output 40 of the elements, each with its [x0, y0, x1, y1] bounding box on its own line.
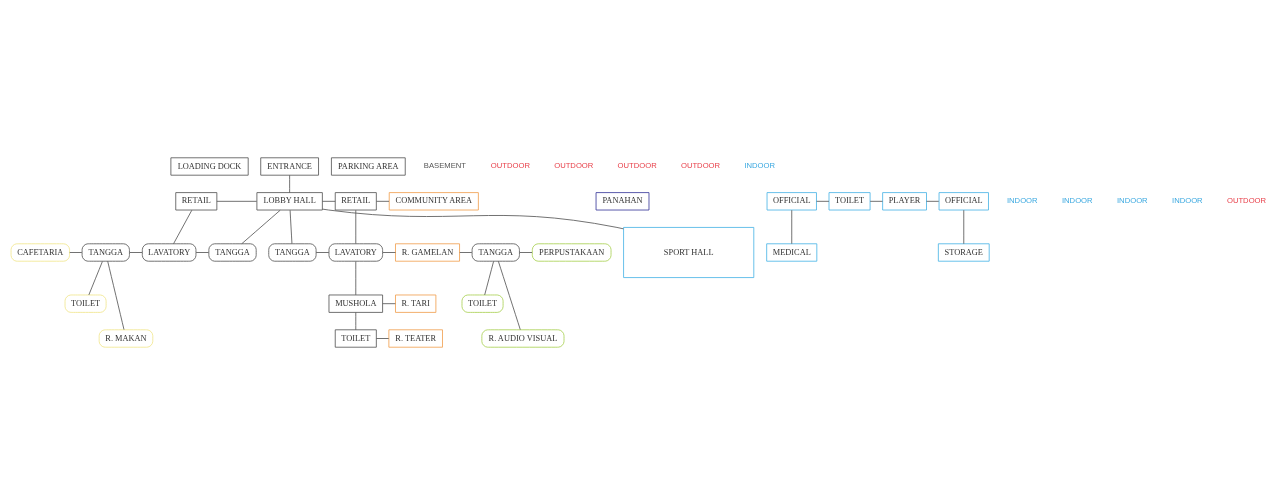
connector	[355, 311, 357, 330]
label: OUTDOOR	[617, 160, 657, 170]
connector	[791, 209, 793, 244]
connector	[355, 260, 357, 295]
connector	[315, 251, 330, 253]
connector	[241, 209, 281, 244]
connector	[129, 251, 143, 253]
connector	[322, 208, 624, 229]
connector	[382, 302, 396, 304]
connector	[375, 337, 390, 339]
connector	[289, 174, 291, 193]
label: INDOOR	[1006, 195, 1038, 205]
connector	[497, 260, 521, 330]
connector	[963, 209, 965, 244]
label: BASEMENT	[423, 160, 466, 170]
connector	[459, 251, 473, 253]
label: INDOOR	[1172, 195, 1203, 205]
connector	[195, 251, 210, 253]
connector	[355, 209, 357, 244]
connector	[173, 209, 193, 244]
label: INDOOR	[1117, 195, 1148, 205]
connector	[869, 200, 883, 202]
connector	[376, 200, 390, 202]
connector	[216, 200, 258, 202]
label: INDOOR	[1061, 195, 1093, 205]
connector	[926, 200, 940, 202]
label: INDOOR	[744, 160, 776, 170]
label: OUTDOOR	[1226, 195, 1267, 205]
connector	[88, 260, 103, 295]
connector	[484, 260, 494, 295]
connector	[382, 251, 396, 253]
connector	[69, 251, 83, 253]
connector	[816, 200, 830, 202]
connector	[107, 260, 125, 330]
connector	[322, 200, 336, 202]
label: OUTDOOR	[554, 160, 594, 170]
connector	[289, 209, 293, 244]
label: OUTDOOR	[680, 160, 721, 170]
label: OUTDOOR	[490, 160, 530, 170]
connector	[519, 251, 533, 253]
